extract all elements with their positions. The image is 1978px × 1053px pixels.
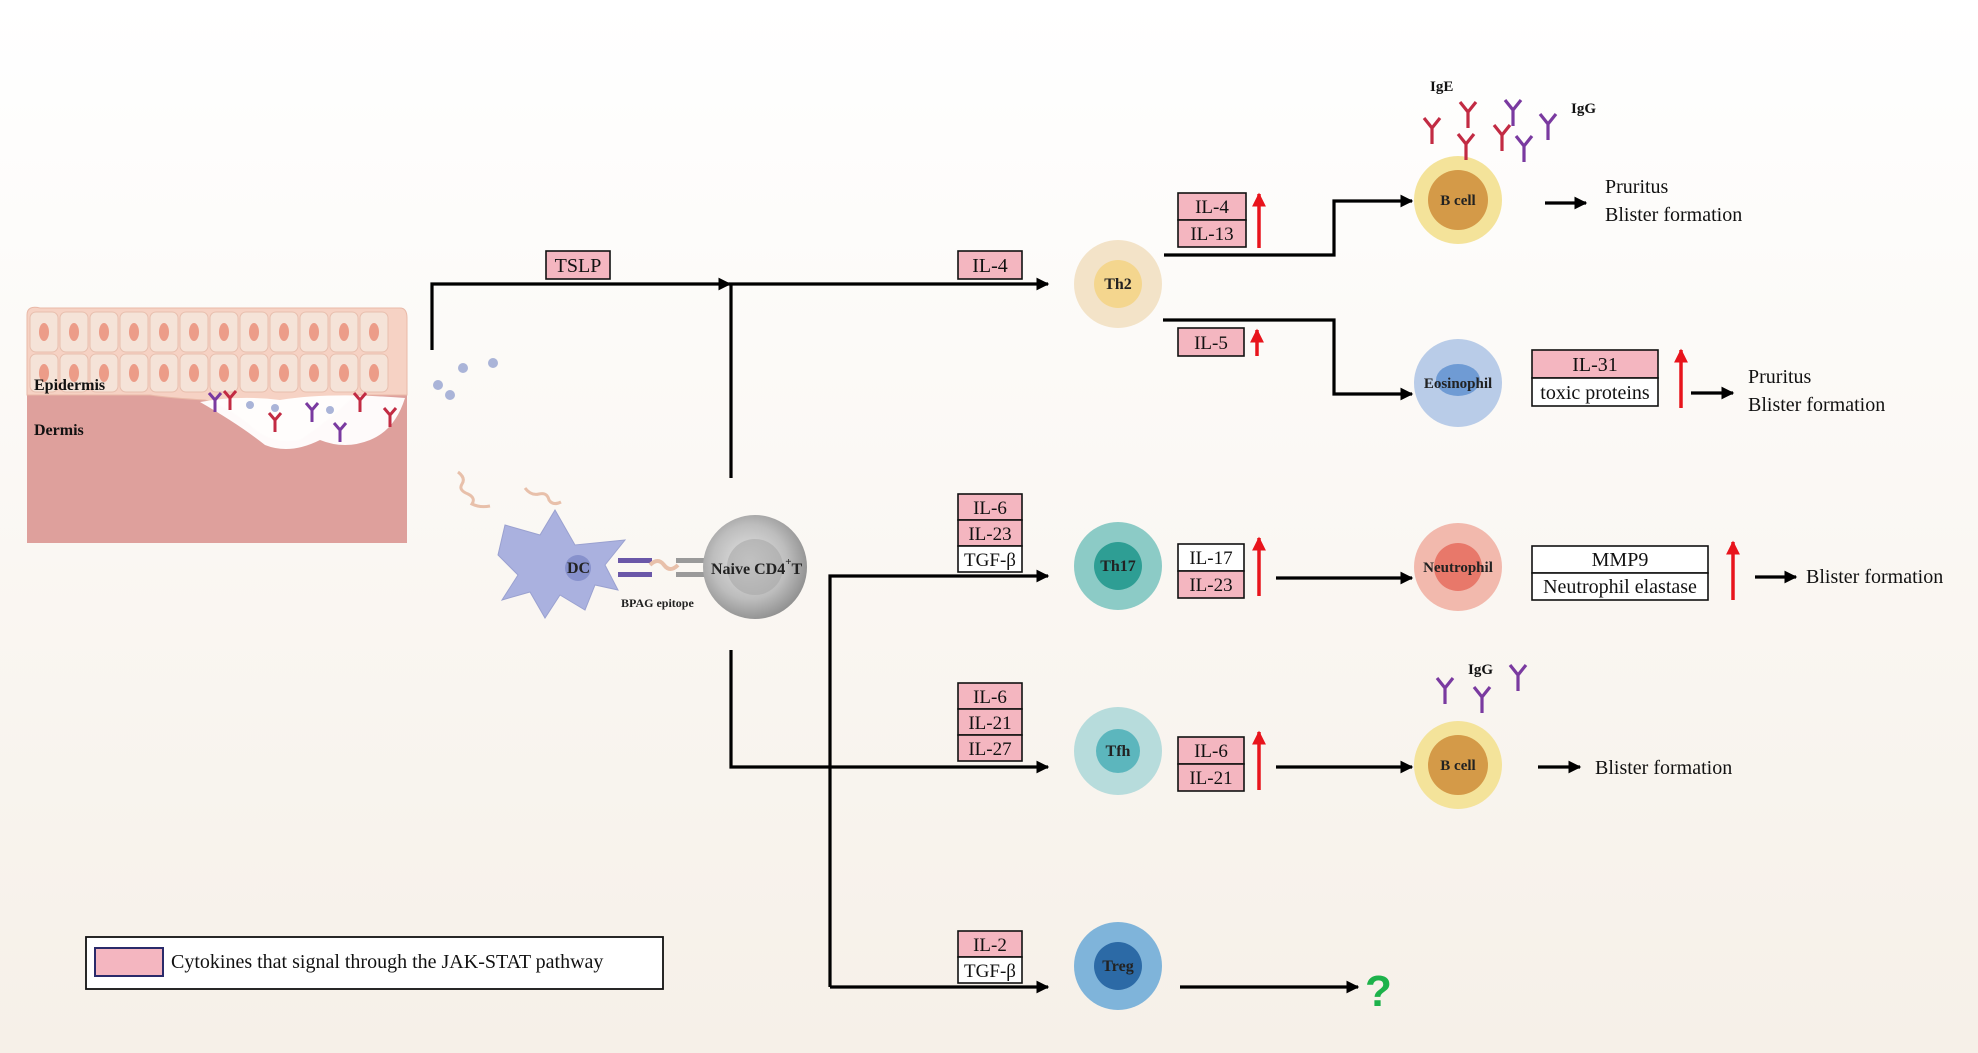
th17-up-0: IL-17	[1189, 548, 1232, 569]
outcome-bcell-top-1: Blister formation	[1605, 204, 1742, 226]
tslp-box: TSLP	[545, 250, 611, 280]
eosinophil-product-boxes: IL-31 toxic proteins	[1531, 349, 1659, 407]
tslp-label: TSLP	[555, 255, 602, 277]
outcome-eos-1: Blister formation	[1748, 394, 1885, 416]
antigen-fragments	[457, 470, 562, 509]
b-cell-bottom: B cell	[1414, 721, 1502, 809]
th17-upregulated-boxes: IL-17 IL-23	[1177, 543, 1245, 599]
treg-unknown-outcome: ?	[1365, 967, 1392, 1016]
epidermis-label: Epidermis	[34, 377, 105, 394]
igg-top-label: IgG	[1571, 101, 1596, 117]
th17-label: Th17	[1100, 558, 1136, 575]
tslp-particles	[433, 358, 498, 400]
outcome-eos-0: Pruritus	[1748, 366, 1812, 388]
eosinophil-cell: Eosinophil	[1414, 339, 1502, 427]
connector-arrows	[430, 194, 1798, 994]
dc-label: DC	[567, 560, 590, 577]
il5-label: IL-5	[1194, 333, 1228, 354]
skin-tissue: Epidermis Dermis	[26, 306, 408, 543]
tfh-cell: Tfh	[1074, 707, 1162, 795]
th17-input-0: IL-6	[973, 498, 1007, 519]
naive-label-tail: T	[792, 561, 803, 578]
treg-label: Treg	[1102, 958, 1133, 975]
tissue-antibodies	[207, 390, 398, 442]
th17-up-1: IL-23	[1189, 575, 1232, 596]
neutrophil-product-boxes: MMP9 Neutrophil elastase	[1531, 545, 1709, 601]
svg-text:Naive CD4+T: Naive CD4+T	[711, 556, 803, 578]
blister-cleft	[200, 395, 405, 449]
tfh-input-1: IL-21	[968, 713, 1011, 734]
igg-antibodies-bottom	[1435, 664, 1528, 713]
eosinophil-label: Eosinophil	[1424, 376, 1492, 392]
legend: Cytokines that signal through the JAK-ST…	[85, 936, 664, 990]
neu-up-0: MMP9	[1592, 549, 1649, 571]
outcome-bcell-bottom: Blister formation	[1595, 757, 1732, 779]
th17-input-2: TGF-β	[964, 550, 1016, 571]
il5-box: IL-5	[1177, 327, 1245, 357]
tfh-upregulated-boxes: IL-6 IL-21	[1177, 736, 1245, 792]
igg-bottom-label: IgG	[1468, 662, 1493, 678]
legend-text: Cytokines that signal through the JAK-ST…	[171, 951, 603, 973]
treg-cell: Treg	[1074, 922, 1162, 1010]
th2-up-1: IL-13	[1190, 224, 1233, 245]
naive-cd4-t-cell: Naive CD4+T	[703, 515, 807, 619]
upregulation-arrows	[1250, 192, 1740, 790]
tfh-input-2: IL-27	[968, 739, 1011, 760]
treg-input-boxes: IL-2 TGF-β	[957, 930, 1023, 984]
th2-label: Th2	[1104, 276, 1132, 293]
neutrophil-cell: Neutrophil	[1414, 523, 1502, 611]
mhc-tcr-complex	[618, 558, 708, 577]
b-cell-top: B cell	[1414, 156, 1502, 244]
tissue-particles	[246, 401, 334, 414]
eos-up-1: toxic proteins	[1540, 382, 1650, 404]
dermis-label: Dermis	[34, 422, 84, 439]
tfh-up-0: IL-6	[1194, 741, 1228, 762]
th17-cell: Th17	[1074, 522, 1162, 610]
dendritic-cell: DC	[497, 509, 627, 619]
ige-antibodies	[1422, 101, 1512, 160]
legend-swatch	[94, 947, 164, 977]
outcome-bcell-top-0: Pruritus	[1605, 176, 1669, 198]
igg-antibodies-top	[1503, 99, 1558, 162]
tfh-up-1: IL-21	[1189, 768, 1232, 789]
tfh-input-boxes: IL-6 IL-21 IL-27	[957, 682, 1023, 762]
th2-cell: Th2	[1074, 240, 1162, 328]
il4-input-label: IL-4	[972, 255, 1008, 277]
th17-input-boxes: IL-6 IL-23 TGF-β	[957, 493, 1023, 573]
naive-label-sup: +	[785, 556, 791, 568]
tfh-label: Tfh	[1106, 743, 1131, 760]
naive-label: Naive CD4	[711, 561, 785, 578]
th2-up-0: IL-4	[1195, 197, 1229, 218]
neu-up-1: Neutrophil elastase	[1543, 576, 1697, 598]
keratinocyte-nuclei	[39, 323, 379, 382]
neutrophil-label: Neutrophil	[1423, 560, 1493, 576]
treg-input-0: IL-2	[973, 935, 1007, 956]
treg-input-1: TGF-β	[964, 961, 1016, 982]
th17-input-1: IL-23	[968, 524, 1011, 545]
b-cell-top-label: B cell	[1440, 193, 1475, 209]
il4-input-box: IL-4	[957, 250, 1023, 280]
bpag-epitope-label: BPAG epitope	[621, 596, 694, 610]
outcome-neutrophil: Blister formation	[1806, 566, 1943, 588]
ige-label: IgE	[1430, 79, 1453, 95]
eos-up-0: IL-31	[1572, 354, 1618, 376]
th2-upregulated-boxes: IL-4 IL-13	[1177, 192, 1247, 248]
tfh-input-0: IL-6	[973, 687, 1007, 708]
b-cell-bottom-label: B cell	[1440, 758, 1475, 774]
